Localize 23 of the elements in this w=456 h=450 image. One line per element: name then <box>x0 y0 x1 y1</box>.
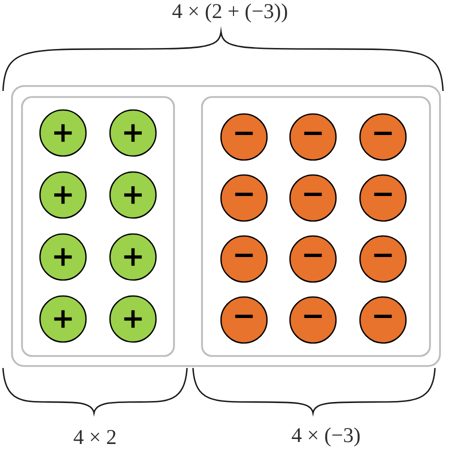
minus-counter: − <box>220 113 268 161</box>
minus-counter: − <box>359 296 407 344</box>
plus-counter: + <box>109 295 157 343</box>
minus-counter: − <box>289 296 337 344</box>
plus-counter: + <box>39 109 87 157</box>
expression-label: 4 × (2 + (−3)) <box>172 3 288 23</box>
plus-counter: + <box>109 109 157 157</box>
minus-counter: − <box>289 113 337 161</box>
plus-counter: + <box>39 171 87 219</box>
plus-counter: + <box>109 171 157 219</box>
minus-counter: − <box>359 235 407 283</box>
plus-counter: + <box>39 295 87 343</box>
minus-counter: − <box>220 235 268 283</box>
minus-counter: − <box>220 296 268 344</box>
minus-counter: − <box>220 174 268 222</box>
minus-counter: − <box>289 174 337 222</box>
expression-label: 4 × (−3) <box>292 427 360 446</box>
expression-label: 4 × 2 <box>74 430 116 444</box>
minus-counter: − <box>359 113 407 161</box>
plus-counter: + <box>109 233 157 281</box>
minus-counter: − <box>359 174 407 222</box>
minus-counter: − <box>289 235 337 283</box>
plus-counter: + <box>39 233 87 281</box>
